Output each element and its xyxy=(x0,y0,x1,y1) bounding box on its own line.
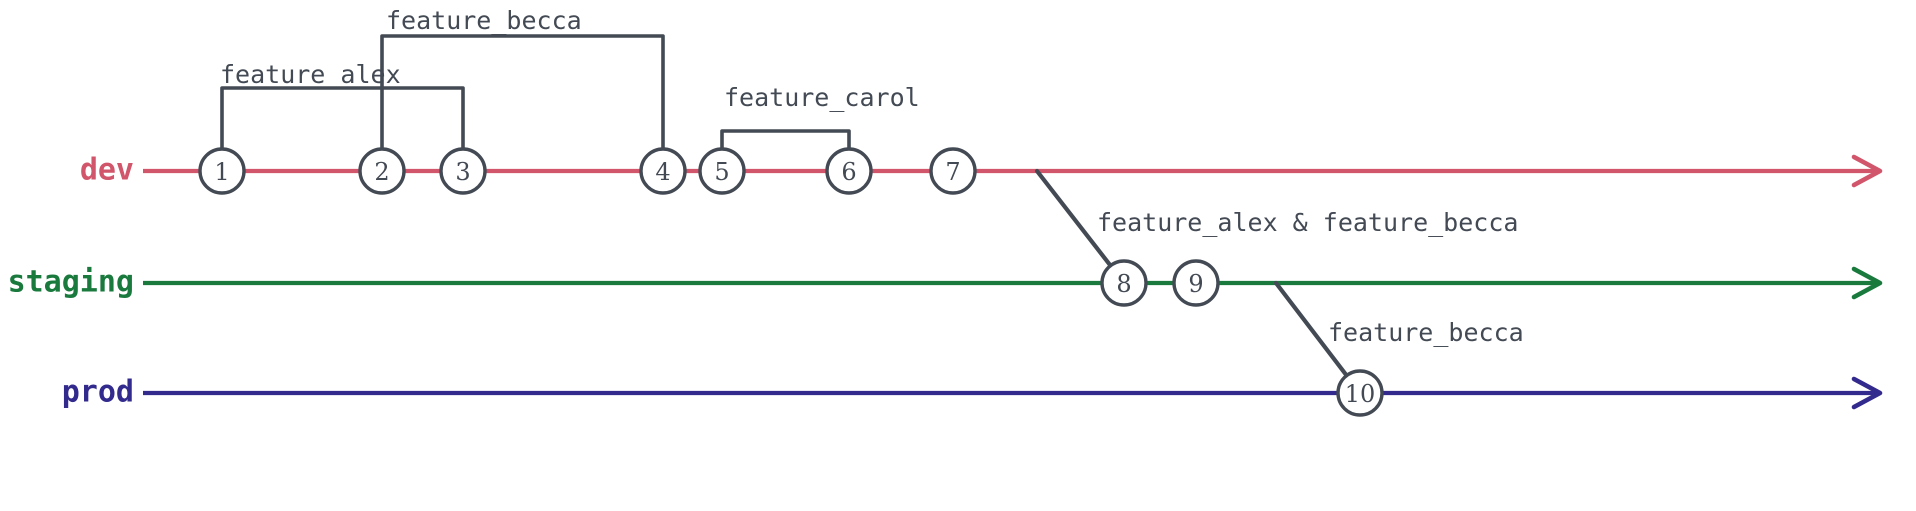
commit-nodes-group: 1 2 3 4 5 6 7 8 9 10 xyxy=(198,147,1384,417)
commit-label-6: 6 xyxy=(841,158,856,186)
commit-node-8[interactable]: 8 xyxy=(1100,259,1148,307)
feature-label-feature_carol: feature_carol xyxy=(724,83,920,112)
commit-node-3[interactable]: 3 xyxy=(439,147,487,195)
branch-label-dev: dev xyxy=(80,153,134,188)
branch-lines-group xyxy=(143,154,1883,410)
commit-node-2[interactable]: 2 xyxy=(358,147,406,195)
commit-label-9: 9 xyxy=(1188,270,1203,298)
branch-label-prod: prod xyxy=(62,375,134,410)
commit-circle-9 xyxy=(1172,259,1220,307)
feature-bracket-feature_becca xyxy=(380,34,665,171)
feature-bracket-feature_alex xyxy=(220,86,465,171)
feature-label-feature_alex: feature_alex xyxy=(220,60,401,89)
commit-circle-3 xyxy=(439,147,487,195)
merge-label-dev-to-staging: feature_alex & feature_becca xyxy=(1097,208,1518,237)
branch-arrow-staging xyxy=(1851,266,1883,300)
commit-node-10[interactable]: 10 xyxy=(1336,369,1384,417)
commit-label-4: 4 xyxy=(655,158,670,186)
commit-circle-8 xyxy=(1100,259,1148,307)
commit-node-4[interactable]: 4 xyxy=(639,147,687,195)
branch-arrow-prod xyxy=(1851,376,1883,410)
commit-circle-10 xyxy=(1336,369,1384,417)
commit-circle-2 xyxy=(358,147,406,195)
merge-labels-group: feature_alex & feature_becca feature_becc… xyxy=(1097,208,1524,347)
commit-label-1: 1 xyxy=(214,158,229,186)
commit-circle-4 xyxy=(639,147,687,195)
branch-labels-group: dev staging prod xyxy=(8,153,134,410)
branch-arrow-dev xyxy=(1851,154,1883,188)
commit-circle-1 xyxy=(198,147,246,195)
commit-circle-6 xyxy=(825,147,873,195)
feature-labels-group: feature_alex feature_becca feature_carol xyxy=(220,6,920,112)
commit-node-9[interactable]: 9 xyxy=(1172,259,1220,307)
commit-node-1[interactable]: 1 xyxy=(198,147,246,195)
commit-label-10: 10 xyxy=(1345,380,1376,408)
commit-circle-7 xyxy=(929,147,977,195)
commit-node-7[interactable]: 7 xyxy=(929,147,977,195)
commit-node-6[interactable]: 6 xyxy=(825,147,873,195)
merge-label-staging-to-prod: feature_becca xyxy=(1328,318,1524,347)
commit-label-7: 7 xyxy=(945,158,960,186)
commit-label-3: 3 xyxy=(455,158,470,186)
commit-circle-5 xyxy=(698,147,746,195)
branch-label-staging: staging xyxy=(8,265,134,300)
commit-label-8: 8 xyxy=(1116,270,1131,298)
feature-label-feature_becca: feature_becca xyxy=(386,6,582,35)
commit-label-5: 5 xyxy=(714,158,729,186)
commit-label-2: 2 xyxy=(374,158,389,186)
commit-node-5[interactable]: 5 xyxy=(698,147,746,195)
